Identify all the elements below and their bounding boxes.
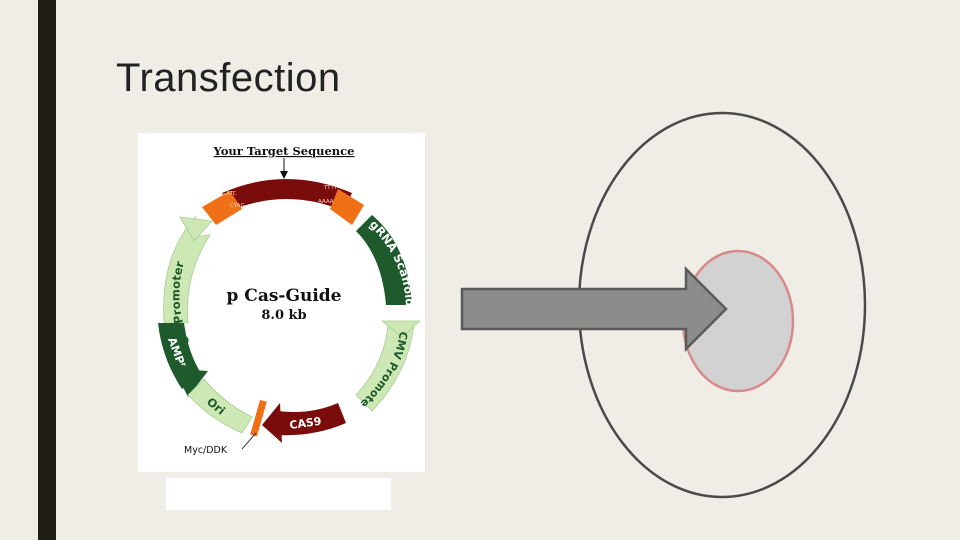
left-accent-bar bbox=[38, 0, 56, 540]
cas9-label: CAS9 bbox=[289, 415, 323, 432]
cas9-arrowhead bbox=[262, 403, 282, 443]
overhang-top-left-2: CTAG bbox=[230, 203, 245, 209]
target-pointer-head bbox=[280, 171, 288, 179]
plasmid-svg: Your Target Sequence GATC CTAG TTTT AAAA… bbox=[138, 133, 422, 456]
plasmid-map: Your Target Sequence GATC CTAG TTTT AAAA… bbox=[138, 133, 425, 472]
overhang-top-right-1: TTTT bbox=[323, 185, 338, 191]
orange-linker-left bbox=[202, 191, 242, 225]
plasmid-size: 8.0 kb bbox=[261, 308, 306, 323]
slide-title: Transfection bbox=[116, 56, 341, 100]
myc-ddk-label: Myc/DDK bbox=[184, 445, 228, 456]
cas9-segment bbox=[276, 403, 346, 436]
blank-caption-box bbox=[166, 478, 391, 510]
transfection-arrow bbox=[460, 265, 728, 353]
amp-arrowhead bbox=[174, 369, 208, 397]
overhang-top-left-1: GATC bbox=[222, 191, 237, 197]
plasmid-name: p Cas-Guide bbox=[226, 286, 341, 306]
ori-segment bbox=[187, 378, 253, 434]
overhang-top-right-2: AAAA bbox=[318, 199, 334, 205]
u6-promoter-arrowhead bbox=[179, 216, 213, 242]
cmv-promoter-segment bbox=[355, 324, 415, 412]
myc-ddk-pointer bbox=[241, 432, 257, 450]
cmv-promoter-arrowhead bbox=[380, 320, 422, 338]
grna-scaffold-segment bbox=[356, 215, 412, 305]
orange-linker-right bbox=[330, 189, 364, 225]
myc-ddk-tag bbox=[250, 399, 267, 437]
target-insert-segment bbox=[222, 179, 352, 211]
target-sequence-label: Your Target Sequence bbox=[213, 144, 355, 158]
